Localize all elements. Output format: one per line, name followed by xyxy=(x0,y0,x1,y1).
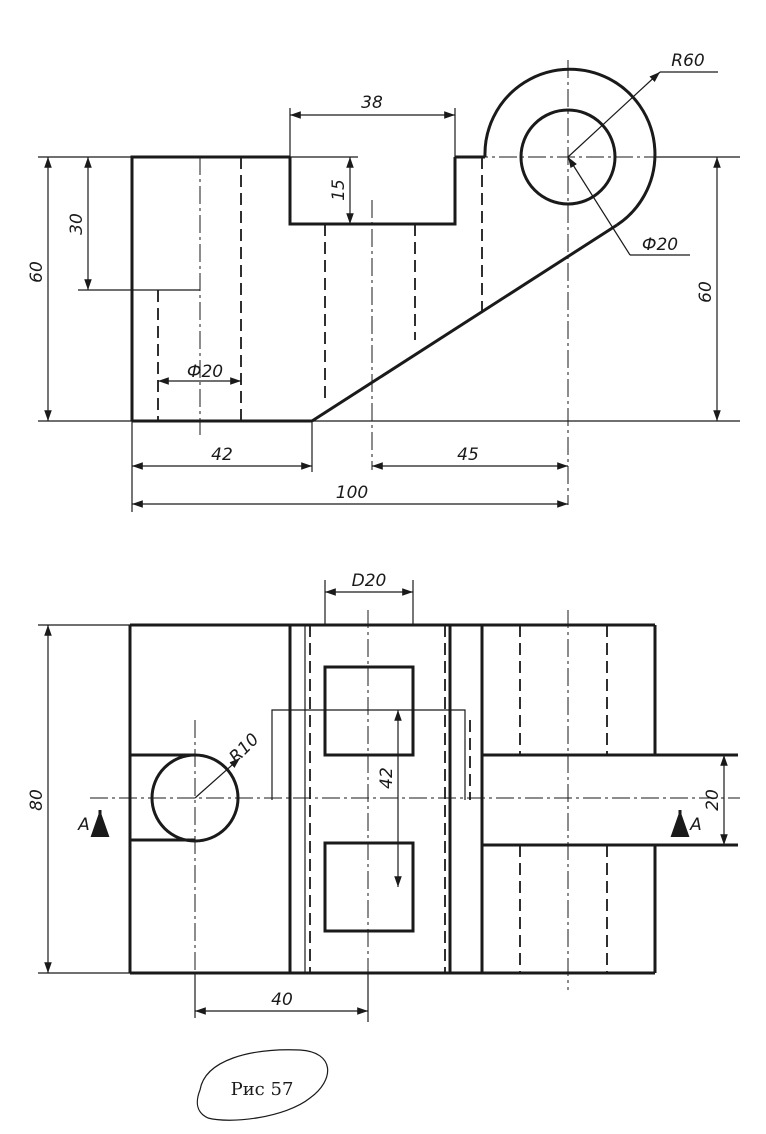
top-view: D20 R10 42 80 20 40 A A xyxy=(27,571,740,1022)
dim-r10-leader xyxy=(194,757,241,799)
dim-42-label: 42 xyxy=(211,445,233,465)
dim-r10-label: R10 xyxy=(226,730,264,768)
top-window-lower xyxy=(323,841,415,933)
dim-38-label: 38 xyxy=(361,93,383,113)
dim-d20-label: D20 xyxy=(352,571,387,591)
dim-80-label: 80 xyxy=(27,789,47,811)
section-mark-left: A xyxy=(77,815,90,835)
caption-oval xyxy=(196,1049,329,1121)
top-window-upper xyxy=(323,665,415,757)
dim-60-right-label: 60 xyxy=(696,281,716,303)
dim-phi20-boss-leader xyxy=(567,156,631,256)
front-sloped-edge xyxy=(311,223,618,423)
front-boss-outline xyxy=(483,67,657,227)
caption-text: Рис 57 xyxy=(231,1079,294,1100)
dim-40-label: 40 xyxy=(271,990,293,1010)
dim-42-vertical-label: 42 xyxy=(377,767,397,789)
figure-caption: Рис 57 xyxy=(196,1049,329,1121)
dim-15-label: 15 xyxy=(329,179,349,201)
dim-20-right-label: 20 xyxy=(703,789,723,811)
dim-30-label: 30 xyxy=(67,213,87,235)
section-mark-right: A xyxy=(689,815,702,835)
dim-r60-label: R60 xyxy=(671,51,704,71)
dim-100-label: 100 xyxy=(336,483,368,503)
dim-phi20-boss-label: Ф20 xyxy=(642,235,678,255)
front-left-block-outline xyxy=(130,155,290,421)
front-view: 38 15 30 60 60 Ф20 R60 Ф20 42 45 xyxy=(27,51,740,512)
dim-45-label: 45 xyxy=(457,445,479,465)
dim-r60-leader xyxy=(567,71,661,158)
dim-60-left-label: 60 xyxy=(27,261,47,283)
dim-phi20-hole-label: Ф20 xyxy=(187,362,223,382)
